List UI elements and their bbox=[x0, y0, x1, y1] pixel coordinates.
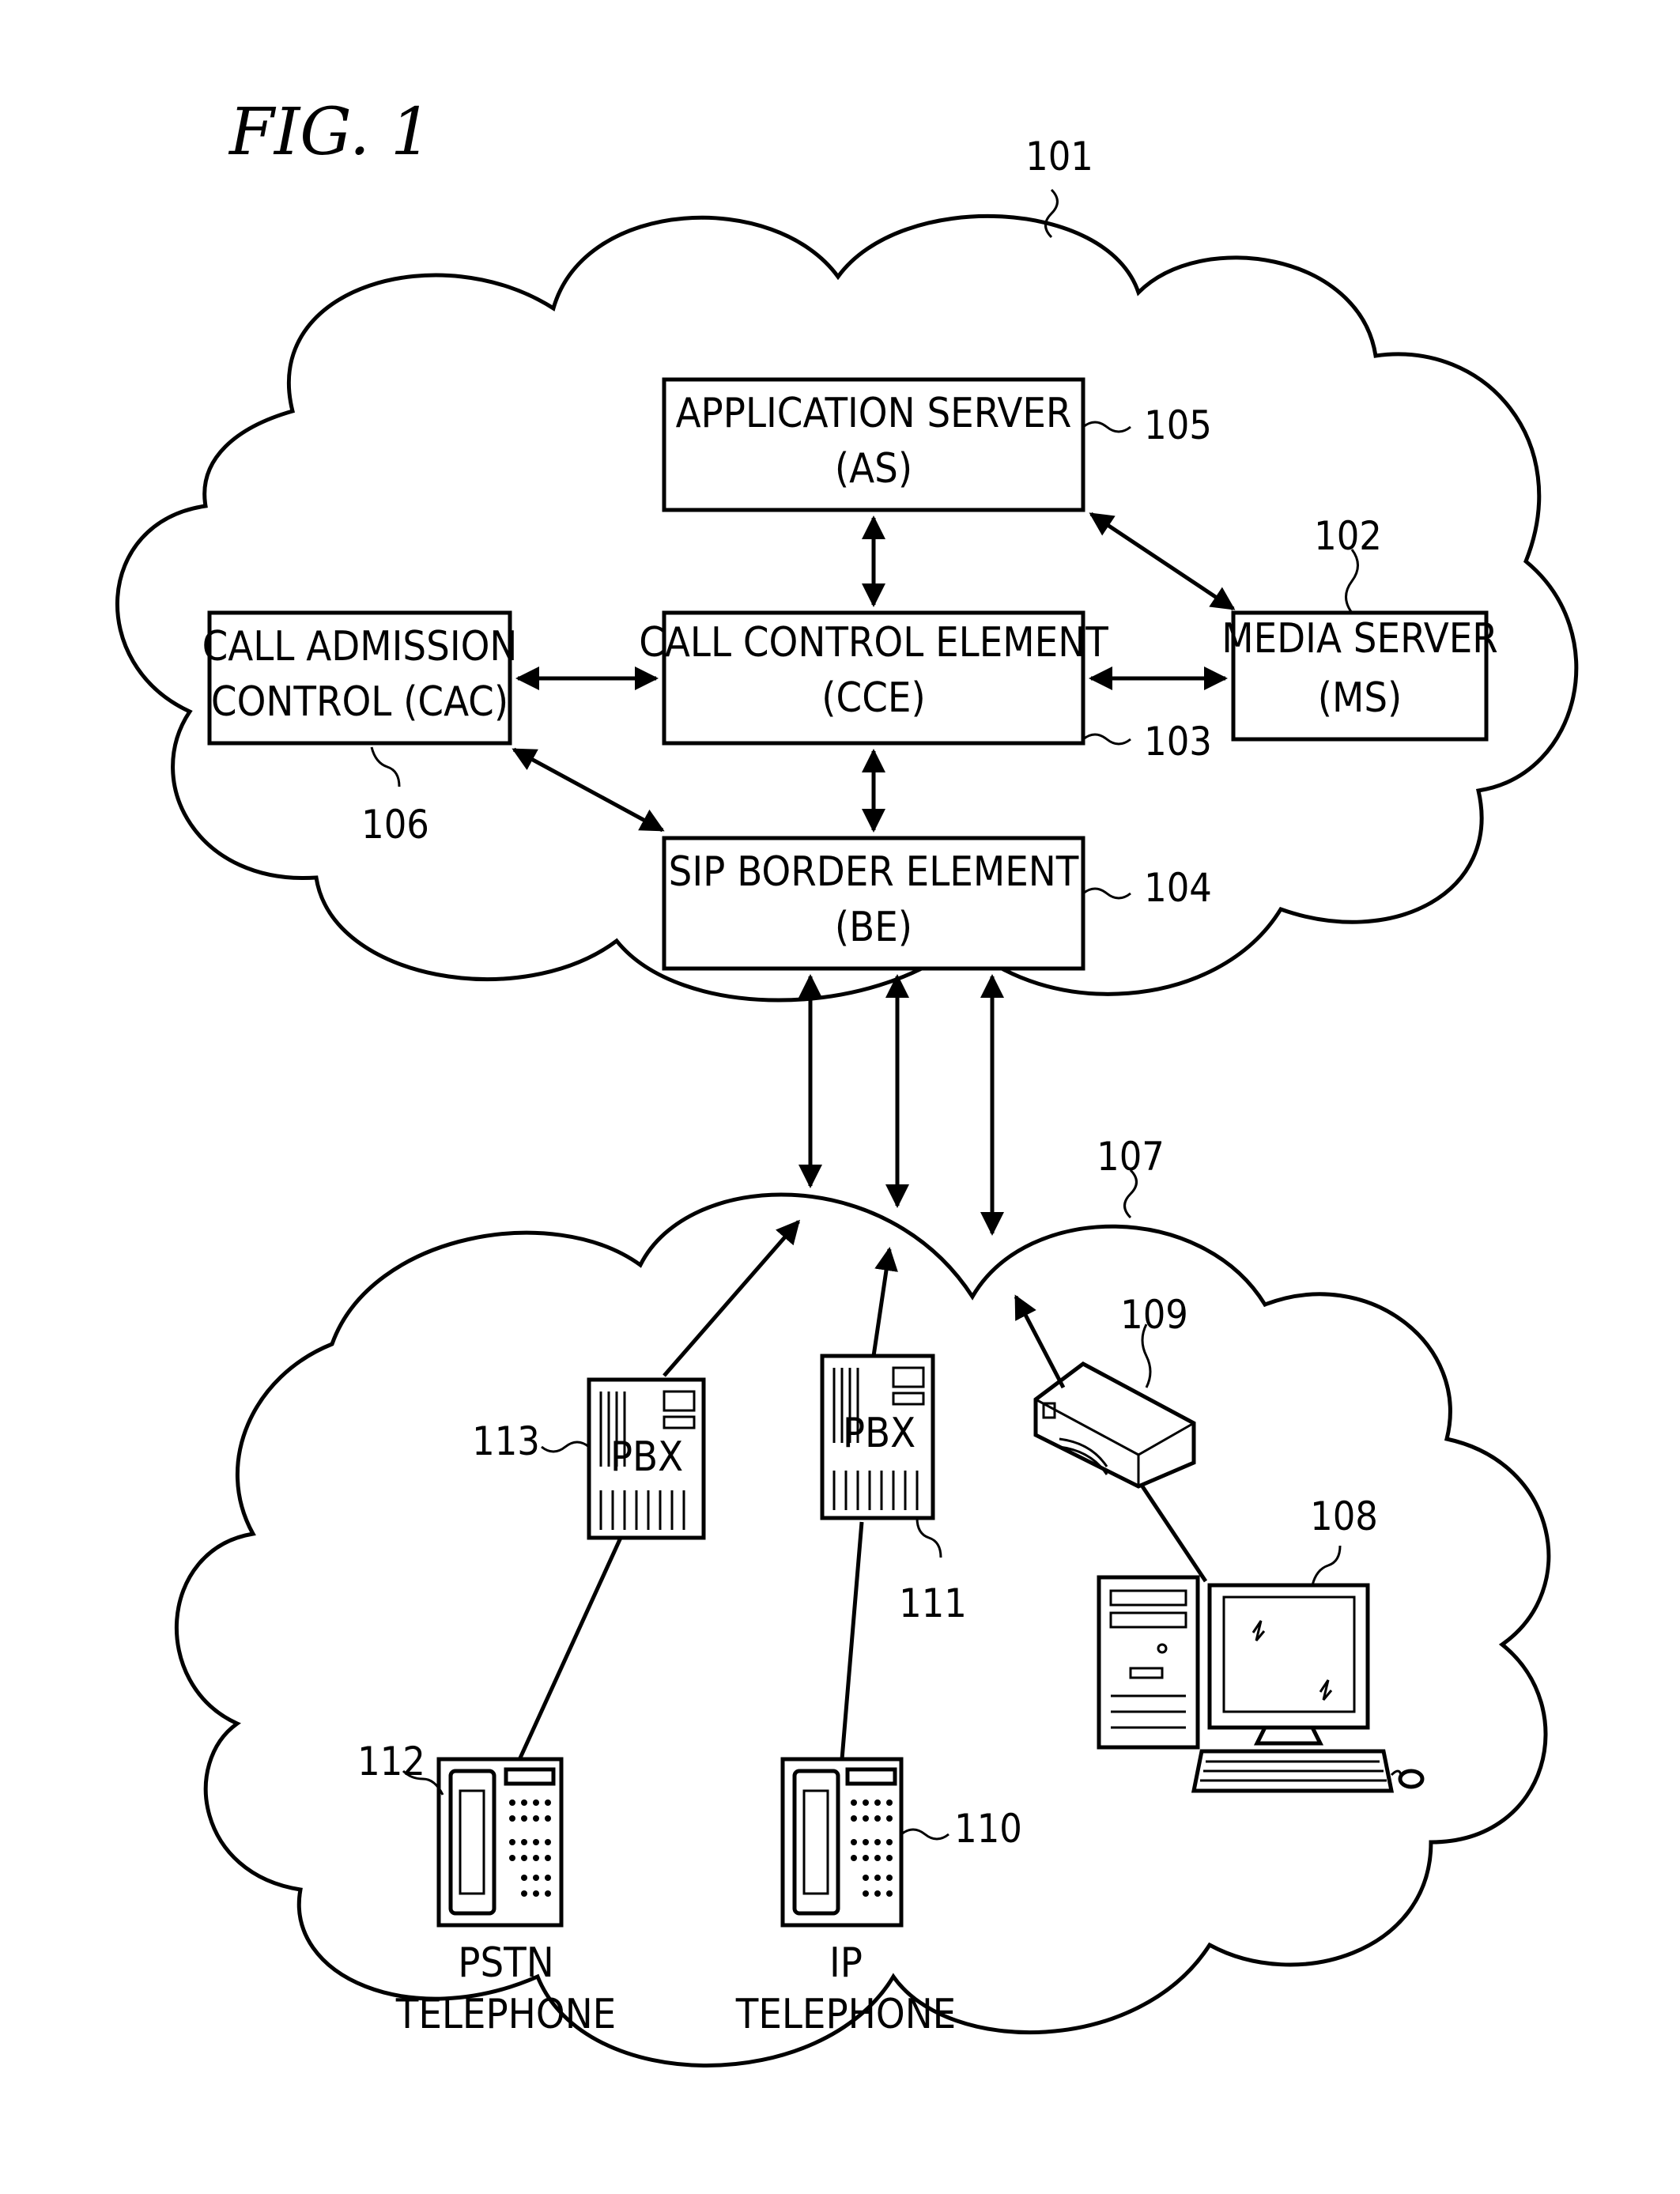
pbx-right: PBX bbox=[822, 1356, 933, 1518]
ref-104: 104 bbox=[1144, 865, 1212, 911]
ref-108: 108 bbox=[1310, 1494, 1378, 1539]
ip-telephone-label-1: IP bbox=[829, 1939, 863, 1987]
ref-112: 112 bbox=[357, 1739, 425, 1784]
ref-113: 113 bbox=[472, 1418, 540, 1464]
pbx-left-uplink bbox=[664, 1222, 798, 1376]
ref-109: 109 bbox=[1120, 1292, 1188, 1338]
ref-106: 106 bbox=[361, 802, 429, 848]
figure-title: FIG. 1 bbox=[228, 95, 432, 170]
ref-101: 101 bbox=[1025, 134, 1093, 179]
application-server-abbr: (AS) bbox=[835, 445, 912, 493]
pbx-right-phone-link bbox=[842, 1522, 862, 1759]
media-server-label: MEDIA SERVER bbox=[1221, 615, 1498, 663]
pstn-telephone-label-2: TELEPHONE bbox=[395, 1991, 616, 2038]
sip-border-element-abbr: (BE) bbox=[835, 904, 912, 951]
call-control-element-abbr: (CCE) bbox=[821, 674, 925, 722]
ref-102: 102 bbox=[1314, 513, 1382, 559]
pstn-telephone-icon bbox=[439, 1759, 561, 1925]
cac-be-arrow bbox=[514, 750, 663, 830]
ip-telephone-icon bbox=[783, 1759, 901, 1925]
call-control-element-label: CALL CONTROL ELEMENT bbox=[639, 619, 1108, 667]
pbx-right-label: PBX bbox=[843, 1410, 916, 1457]
ip-telephone-label-2: TELEPHONE bbox=[735, 1991, 956, 2038]
pbx-right-uplink bbox=[874, 1249, 889, 1356]
media-server-abbr: (MS) bbox=[1318, 674, 1403, 722]
ref-105: 105 bbox=[1144, 402, 1212, 448]
router-uplink bbox=[1016, 1297, 1063, 1388]
ref-103: 103 bbox=[1144, 719, 1212, 765]
ref-107: 107 bbox=[1097, 1134, 1165, 1180]
ref-111: 111 bbox=[899, 1580, 967, 1626]
router-computer-link bbox=[1142, 1486, 1206, 1581]
pbx-left-phone-link bbox=[518, 1538, 621, 1763]
pbx-left: PBX bbox=[589, 1380, 704, 1538]
sip-border-element-label: SIP BORDER ELEMENT bbox=[669, 848, 1079, 896]
computer-icon bbox=[1099, 1577, 1422, 1791]
pstn-telephone-label-1: PSTN bbox=[458, 1939, 553, 1987]
pbx-left-label: PBX bbox=[610, 1433, 683, 1481]
call-admission-control-abbr: CONTROL (CAC) bbox=[211, 678, 508, 726]
router-icon bbox=[1036, 1364, 1194, 1486]
call-admission-control-label: CALL ADMISSION bbox=[202, 623, 518, 670]
application-server-label: APPLICATION SERVER bbox=[676, 390, 1072, 437]
ref-110: 110 bbox=[954, 1806, 1022, 1852]
as-ms-arrow bbox=[1091, 514, 1233, 609]
